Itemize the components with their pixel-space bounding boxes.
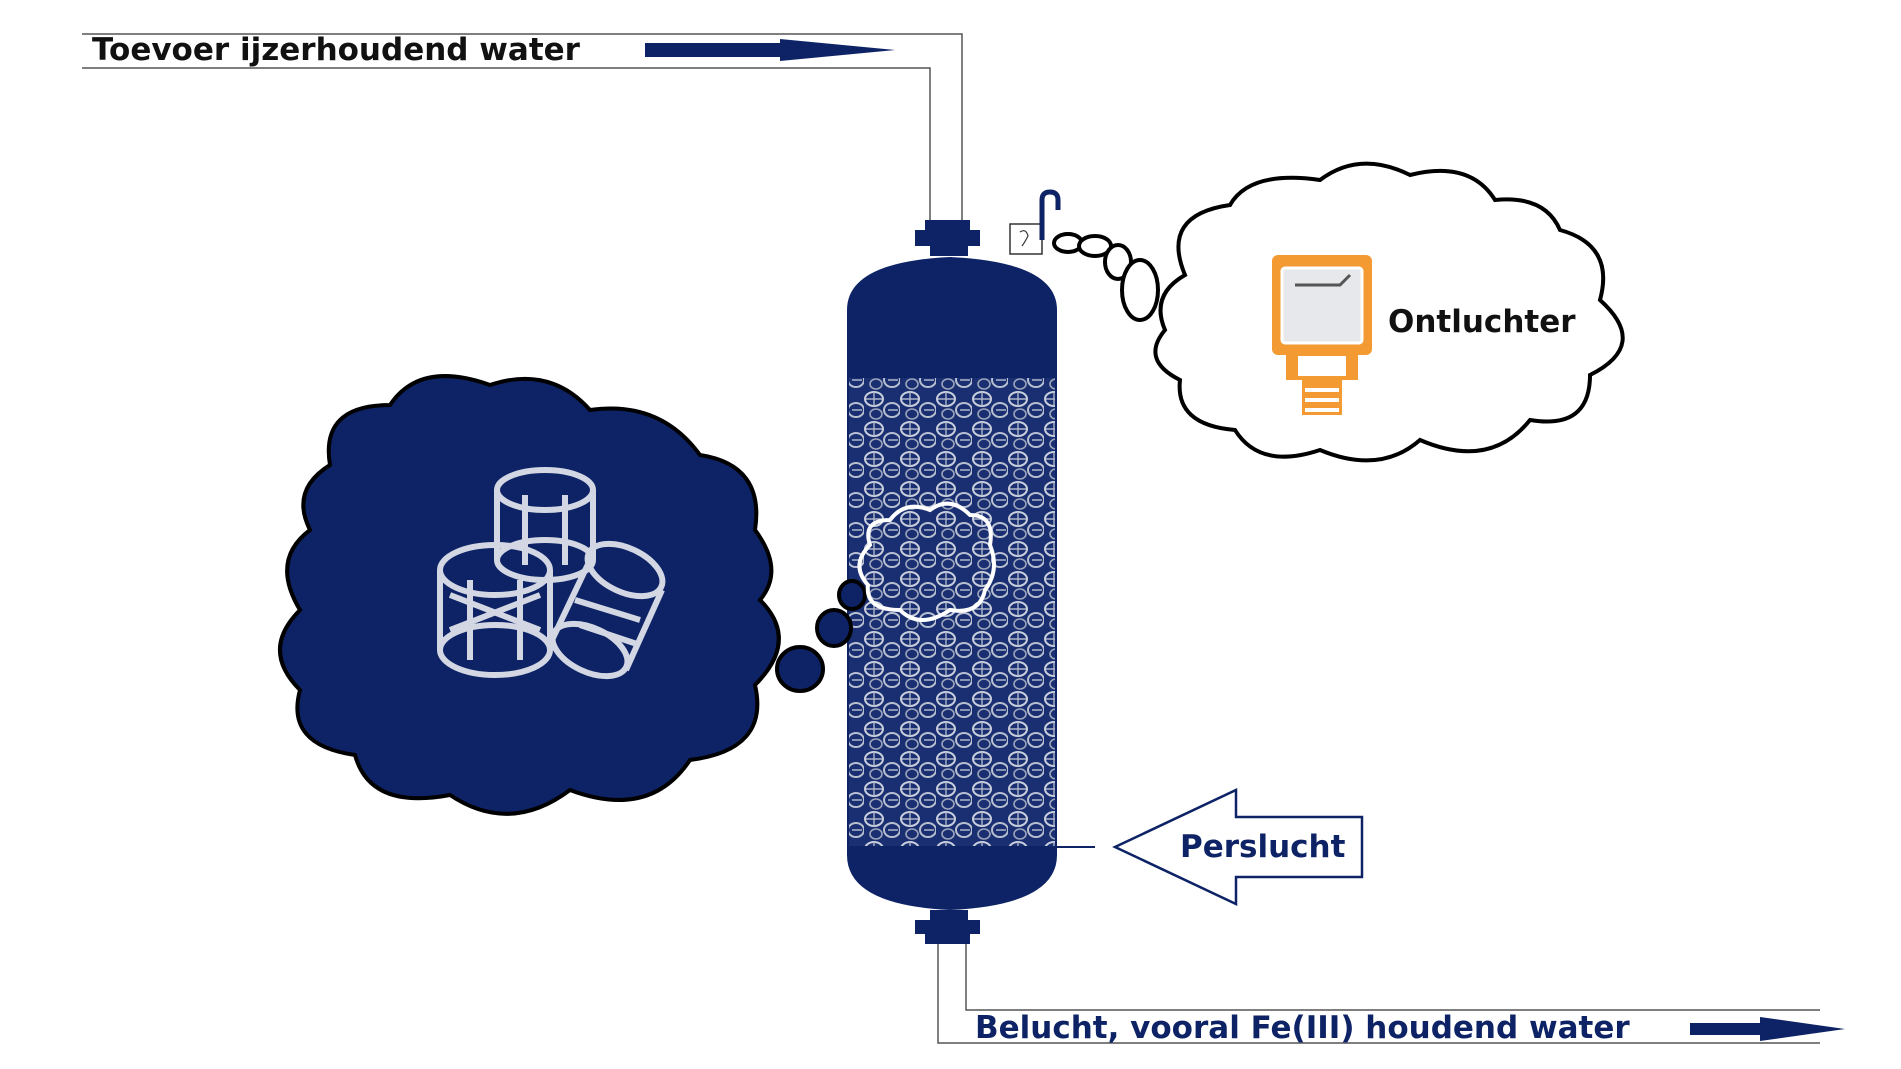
vent-valve-icon (1009, 189, 1061, 255)
zoom-outline (857, 501, 996, 622)
vent-cloud (1153, 161, 1625, 463)
outlet-pipe (937, 944, 1820, 1044)
outlet-label: Belucht, vooral Fe(III) houdend water (975, 1010, 1630, 1046)
inlet-label: Toevoer ijzerhoudend water (92, 32, 581, 68)
packing-bubble-trail (775, 579, 867, 693)
top-flange (915, 220, 980, 256)
air-label: Perslucht (1180, 829, 1346, 865)
vent-label: Ontluchter (1388, 304, 1576, 340)
pall-rings-icon (437, 467, 666, 680)
bottom-flange (915, 910, 980, 944)
air-arrow (1112, 788, 1364, 906)
outlet-arrow (1690, 1017, 1845, 1041)
air-vent-valve-icon (1272, 255, 1372, 415)
inlet-pipe (82, 33, 963, 225)
vent-bubble-trail (1052, 232, 1160, 322)
packing-cloud (278, 374, 781, 816)
inlet-arrow (645, 39, 895, 61)
